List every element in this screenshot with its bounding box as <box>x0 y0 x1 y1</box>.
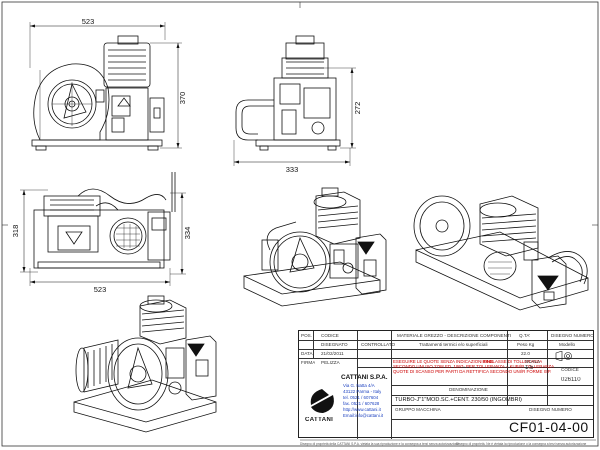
cattani-logo-icon <box>310 389 334 413</box>
label-controllato: CONTROLLATO <box>361 342 396 347</box>
address-line-4: fax. 0521 / 607628 <box>343 401 380 406</box>
dim-front-height: 370 <box>178 92 187 105</box>
company-name: CATTANI S.P.A. <box>341 374 388 381</box>
isometric-view-side <box>73 295 217 433</box>
value-scala: 1:5 <box>525 365 534 371</box>
tolerance-note-2: SECONDO UNI ISO 2768 ED. 1997- PER TOLLE… <box>393 364 555 369</box>
tolerance-note-3: QUOTE DI SCANSO PER PARTI DA RETTIFICA S… <box>393 369 552 374</box>
value-codice: 026110 <box>561 377 581 383</box>
isometric-view-rear <box>413 195 589 311</box>
footer-note-left: Disegno di proprietà della CATTANI S.P.A… <box>300 442 459 446</box>
address-line-3: tel. 0521 / 607604 <box>343 395 379 400</box>
dim-top-right: 334 <box>183 227 192 240</box>
value-disegno-numero: CF01-04-00 <box>509 419 589 435</box>
address-line-1: Via G. Natta 4/A <box>343 383 375 388</box>
label-data: DATA <box>301 351 313 356</box>
front-view <box>29 22 182 151</box>
side-view <box>233 35 356 166</box>
projection-symbol-icon <box>555 351 572 361</box>
label-trattamenti: Trattamenti termici e/o superficiali <box>419 342 488 347</box>
value-denominazione: TURBO-J"1"MOD.SC.+CENT. 230/50 (INGOMBRI… <box>395 397 522 403</box>
dim-side-height: 272 <box>353 102 362 115</box>
address-line-2: 43122 Parma - Italy <box>343 389 382 394</box>
value-firma: PELIZZA <box>321 360 340 365</box>
address-line-5: http://www.cattani.it <box>343 407 381 412</box>
value-peso: 22.0 <box>521 351 530 356</box>
label-gruppo: GRUPPO MACCHINA <box>395 407 441 412</box>
label-peso: Peso Kg <box>517 342 535 347</box>
title-block: POS. CODICE MATERIALE GREZZO - DESCRIZIO… <box>298 330 594 439</box>
label-disegno-numero-bottom: DISEGNO NUMERO <box>529 407 572 412</box>
logo-text: CATTANI <box>305 417 334 423</box>
address-line-6: Email:info@cattani.it <box>343 413 384 418</box>
label-modello: Modello <box>559 342 576 347</box>
dim-top-left: 318 <box>11 225 20 238</box>
tolerance-class: FINE <box>483 359 494 364</box>
isometric-view-front <box>243 187 387 307</box>
label-codice: CODICE <box>561 367 579 372</box>
header-qta: Q.TA' <box>519 333 531 338</box>
header-pos: POS. <box>301 333 312 338</box>
label-scala: SCALA <box>525 359 541 364</box>
header-disegno-numero: DISEGNO NUMERO <box>551 333 594 338</box>
header-materiale: MATERIALE GREZZO - DESCRIZIONE COMPONENT… <box>397 333 511 338</box>
label-disegnato: DISEGNATO <box>321 342 348 347</box>
dim-top-width: 523 <box>94 285 107 294</box>
label-denominazione: DENOMINAZIONE <box>449 387 488 392</box>
label-firma: FIRMA <box>301 360 316 365</box>
tolerance-note-1: ESEGUIRE LE QUOTE SENZA INDICAZIONI DI C… <box>393 359 543 364</box>
value-data: 21/02/2011 <box>321 351 344 356</box>
dim-front-width: 523 <box>82 17 95 26</box>
top-view <box>20 172 186 286</box>
footer-note-right: Disegno di proprietà. Ne è vietata la ri… <box>456 442 587 446</box>
header-codice: CODICE <box>321 333 339 338</box>
dim-side-depth: 333 <box>286 165 299 174</box>
